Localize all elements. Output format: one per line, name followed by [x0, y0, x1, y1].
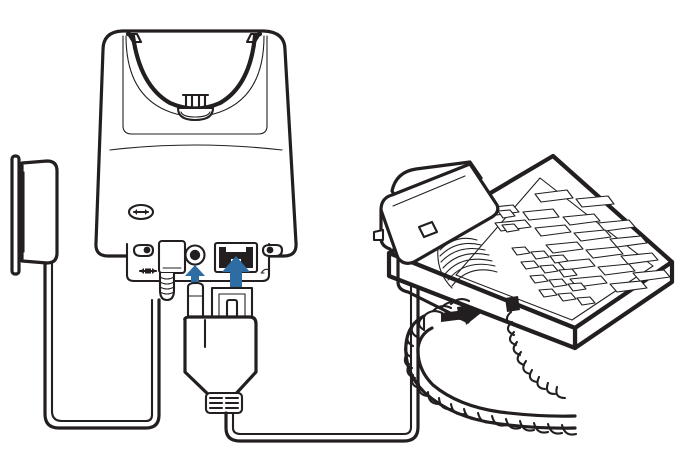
arrow-telephone-jack	[222, 256, 250, 296]
arrow-handset-cord	[441, 304, 481, 325]
handset-grip	[417, 220, 439, 239]
charging-contacts	[176, 93, 215, 122]
coiled-cord-icon	[403, 298, 578, 436]
power-jack-icon	[157, 239, 187, 275]
coil-ribs-rear	[505, 310, 567, 400]
power-cord	[43, 261, 161, 430]
phone-left-nub	[372, 228, 385, 242]
headset-base-icon	[94, 29, 298, 283]
phone-line-keys	[482, 189, 671, 293]
handset-speaker-grille	[437, 237, 498, 289]
phone-dial-pad	[511, 246, 596, 306]
arrow-headset-jack	[185, 265, 205, 296]
power-adapter-icon	[10, 154, 59, 276]
cradle-panel	[122, 35, 268, 135]
adapter-body	[20, 159, 59, 265]
handset-seam	[392, 175, 466, 207]
phone-function-keys	[497, 209, 520, 233]
coil-ribs-bottom	[426, 390, 578, 436]
line-cord-port	[505, 296, 520, 312]
cradle-notch-left	[126, 32, 143, 44]
coil-ribs-left	[403, 314, 430, 398]
handset-body	[379, 162, 500, 265]
handset-rest-edge	[396, 256, 470, 324]
splitter-body	[183, 315, 258, 400]
panel-indicator-left	[132, 243, 155, 258]
panel-indicator-right	[261, 243, 284, 258]
power-plug-symbol	[138, 268, 158, 274]
adapter-wall-plate	[10, 154, 21, 276]
port-panel	[125, 239, 284, 283]
phone-keypad-bezel	[455, 177, 654, 321]
coil-ribs-top	[422, 298, 471, 332]
round-plug-icon	[186, 281, 205, 322]
contact-base	[176, 106, 215, 122]
logo-badge	[127, 203, 155, 221]
round-jack-icon	[184, 244, 206, 266]
splitter-strain-relief	[204, 391, 244, 415]
phone-handset	[372, 160, 500, 324]
power-cord-inner	[50, 261, 154, 423]
power-cord-outer	[43, 261, 161, 430]
base-body	[94, 29, 298, 258]
cradle-notch-right	[245, 32, 262, 44]
y-splitter-icon	[183, 281, 258, 415]
base-body-contour	[109, 144, 283, 151]
coiled-cord-inner	[416, 326, 577, 418]
power-plug-strain-relief	[158, 271, 176, 302]
handset-symbol	[260, 268, 270, 274]
